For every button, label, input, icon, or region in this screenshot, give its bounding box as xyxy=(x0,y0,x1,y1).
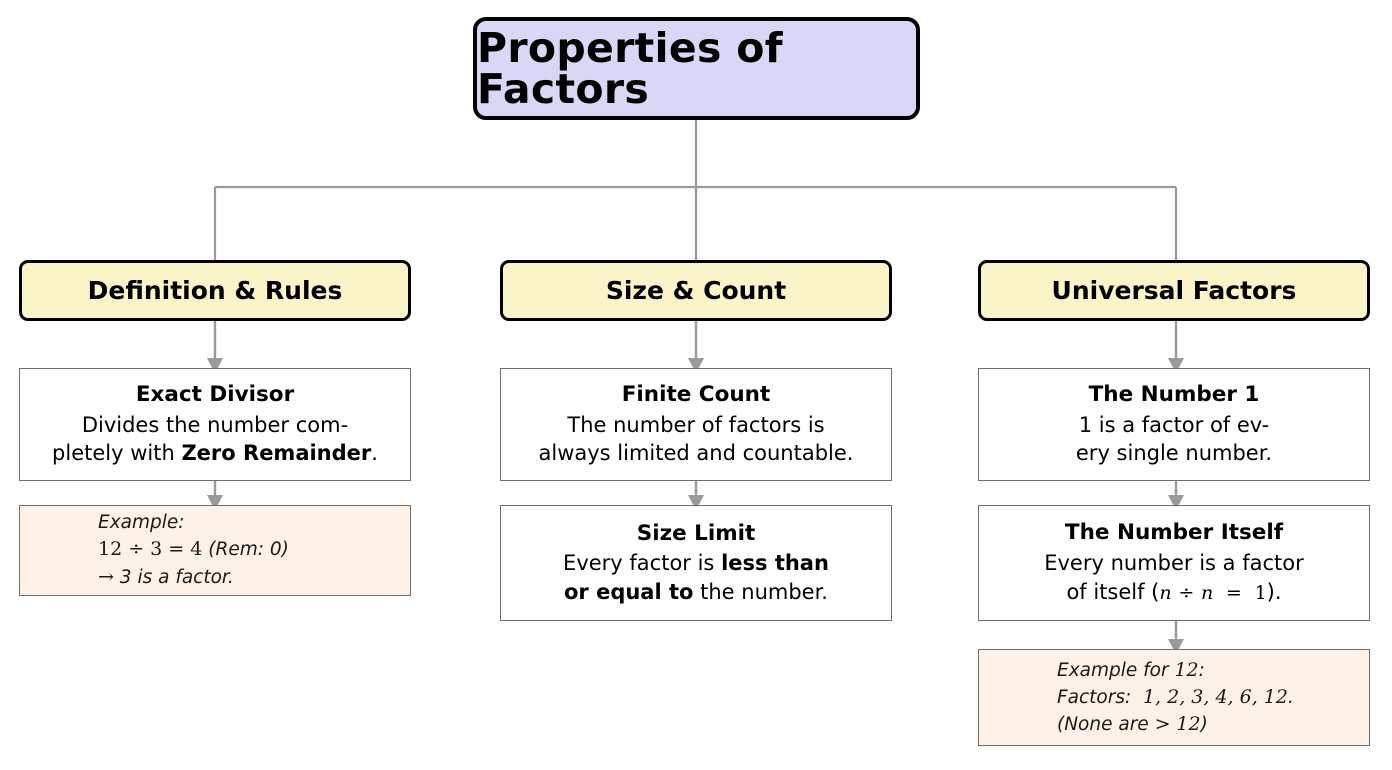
category-node-size-count[interactable]: Size & Count xyxy=(500,260,892,321)
leaf-node-the-number-itself[interactable]: The Number Itself Every number is a fact… xyxy=(978,505,1370,621)
leaf-node-the-number-1[interactable]: The Number 1 1 is a factor of ev- ery si… xyxy=(978,368,1370,481)
example-line-3: (None are > 12) xyxy=(1057,713,1208,736)
leaf-node-exact-divisor[interactable]: Exact Divisor Divides the number com- pl… xyxy=(19,368,411,481)
edge-root-to-bus xyxy=(213,120,1178,260)
leaf-title: Exact Divisor xyxy=(135,382,295,408)
category-node-definition-rules[interactable]: Definition & Rules xyxy=(19,260,411,321)
category-node-universal-factors[interactable]: Universal Factors xyxy=(978,260,1370,321)
example-node-exact-divisor[interactable]: Example: 12 ÷ 3 = 4 (Rem: 0) → 3 is a fa… xyxy=(19,505,411,596)
root-node[interactable]: Properties of Factors xyxy=(473,17,920,120)
leaf-title: Size Limit xyxy=(636,520,756,546)
leaf-body: Every factor is less than or equal to th… xyxy=(563,551,829,604)
example-line-3: → 3 is a factor. xyxy=(98,565,234,588)
leaf-title: The Number Itself xyxy=(1064,520,1284,546)
leaf-title: Finite Count xyxy=(621,382,771,408)
category-label: Universal Factors xyxy=(1051,276,1297,305)
category-label: Size & Count xyxy=(605,276,787,305)
leaf-body: Every number is a factor of itself (n ÷ … xyxy=(1044,551,1304,604)
leaf-node-finite-count[interactable]: Finite Count The number of factors is al… xyxy=(500,368,892,481)
category-label: Definition & Rules xyxy=(87,276,343,305)
example-line-2: Factors: 1, 2, 3, 4, 6, 12. xyxy=(1057,685,1294,708)
leaf-title: The Number 1 xyxy=(1088,382,1260,408)
example-line-1: Example for 12: xyxy=(1057,658,1205,681)
leaf-body: Divides the number com- pletely with Zer… xyxy=(52,412,378,466)
example-line-1: Example: xyxy=(98,512,185,534)
leaf-node-size-limit[interactable]: Size Limit Every factor is less than or … xyxy=(500,505,892,621)
example-node-universal-factors[interactable]: Example for 12: Factors: 1, 2, 3, 4, 6, … xyxy=(978,649,1370,746)
page-title: Properties of Factors xyxy=(477,23,783,113)
example-line-2: 12 ÷ 3 = 4 (Rem: 0) xyxy=(98,538,289,561)
leaf-body: 1 is a factor of ev- ery single number. xyxy=(1075,412,1273,466)
leaf-body: The number of factors is always limited … xyxy=(538,412,854,466)
